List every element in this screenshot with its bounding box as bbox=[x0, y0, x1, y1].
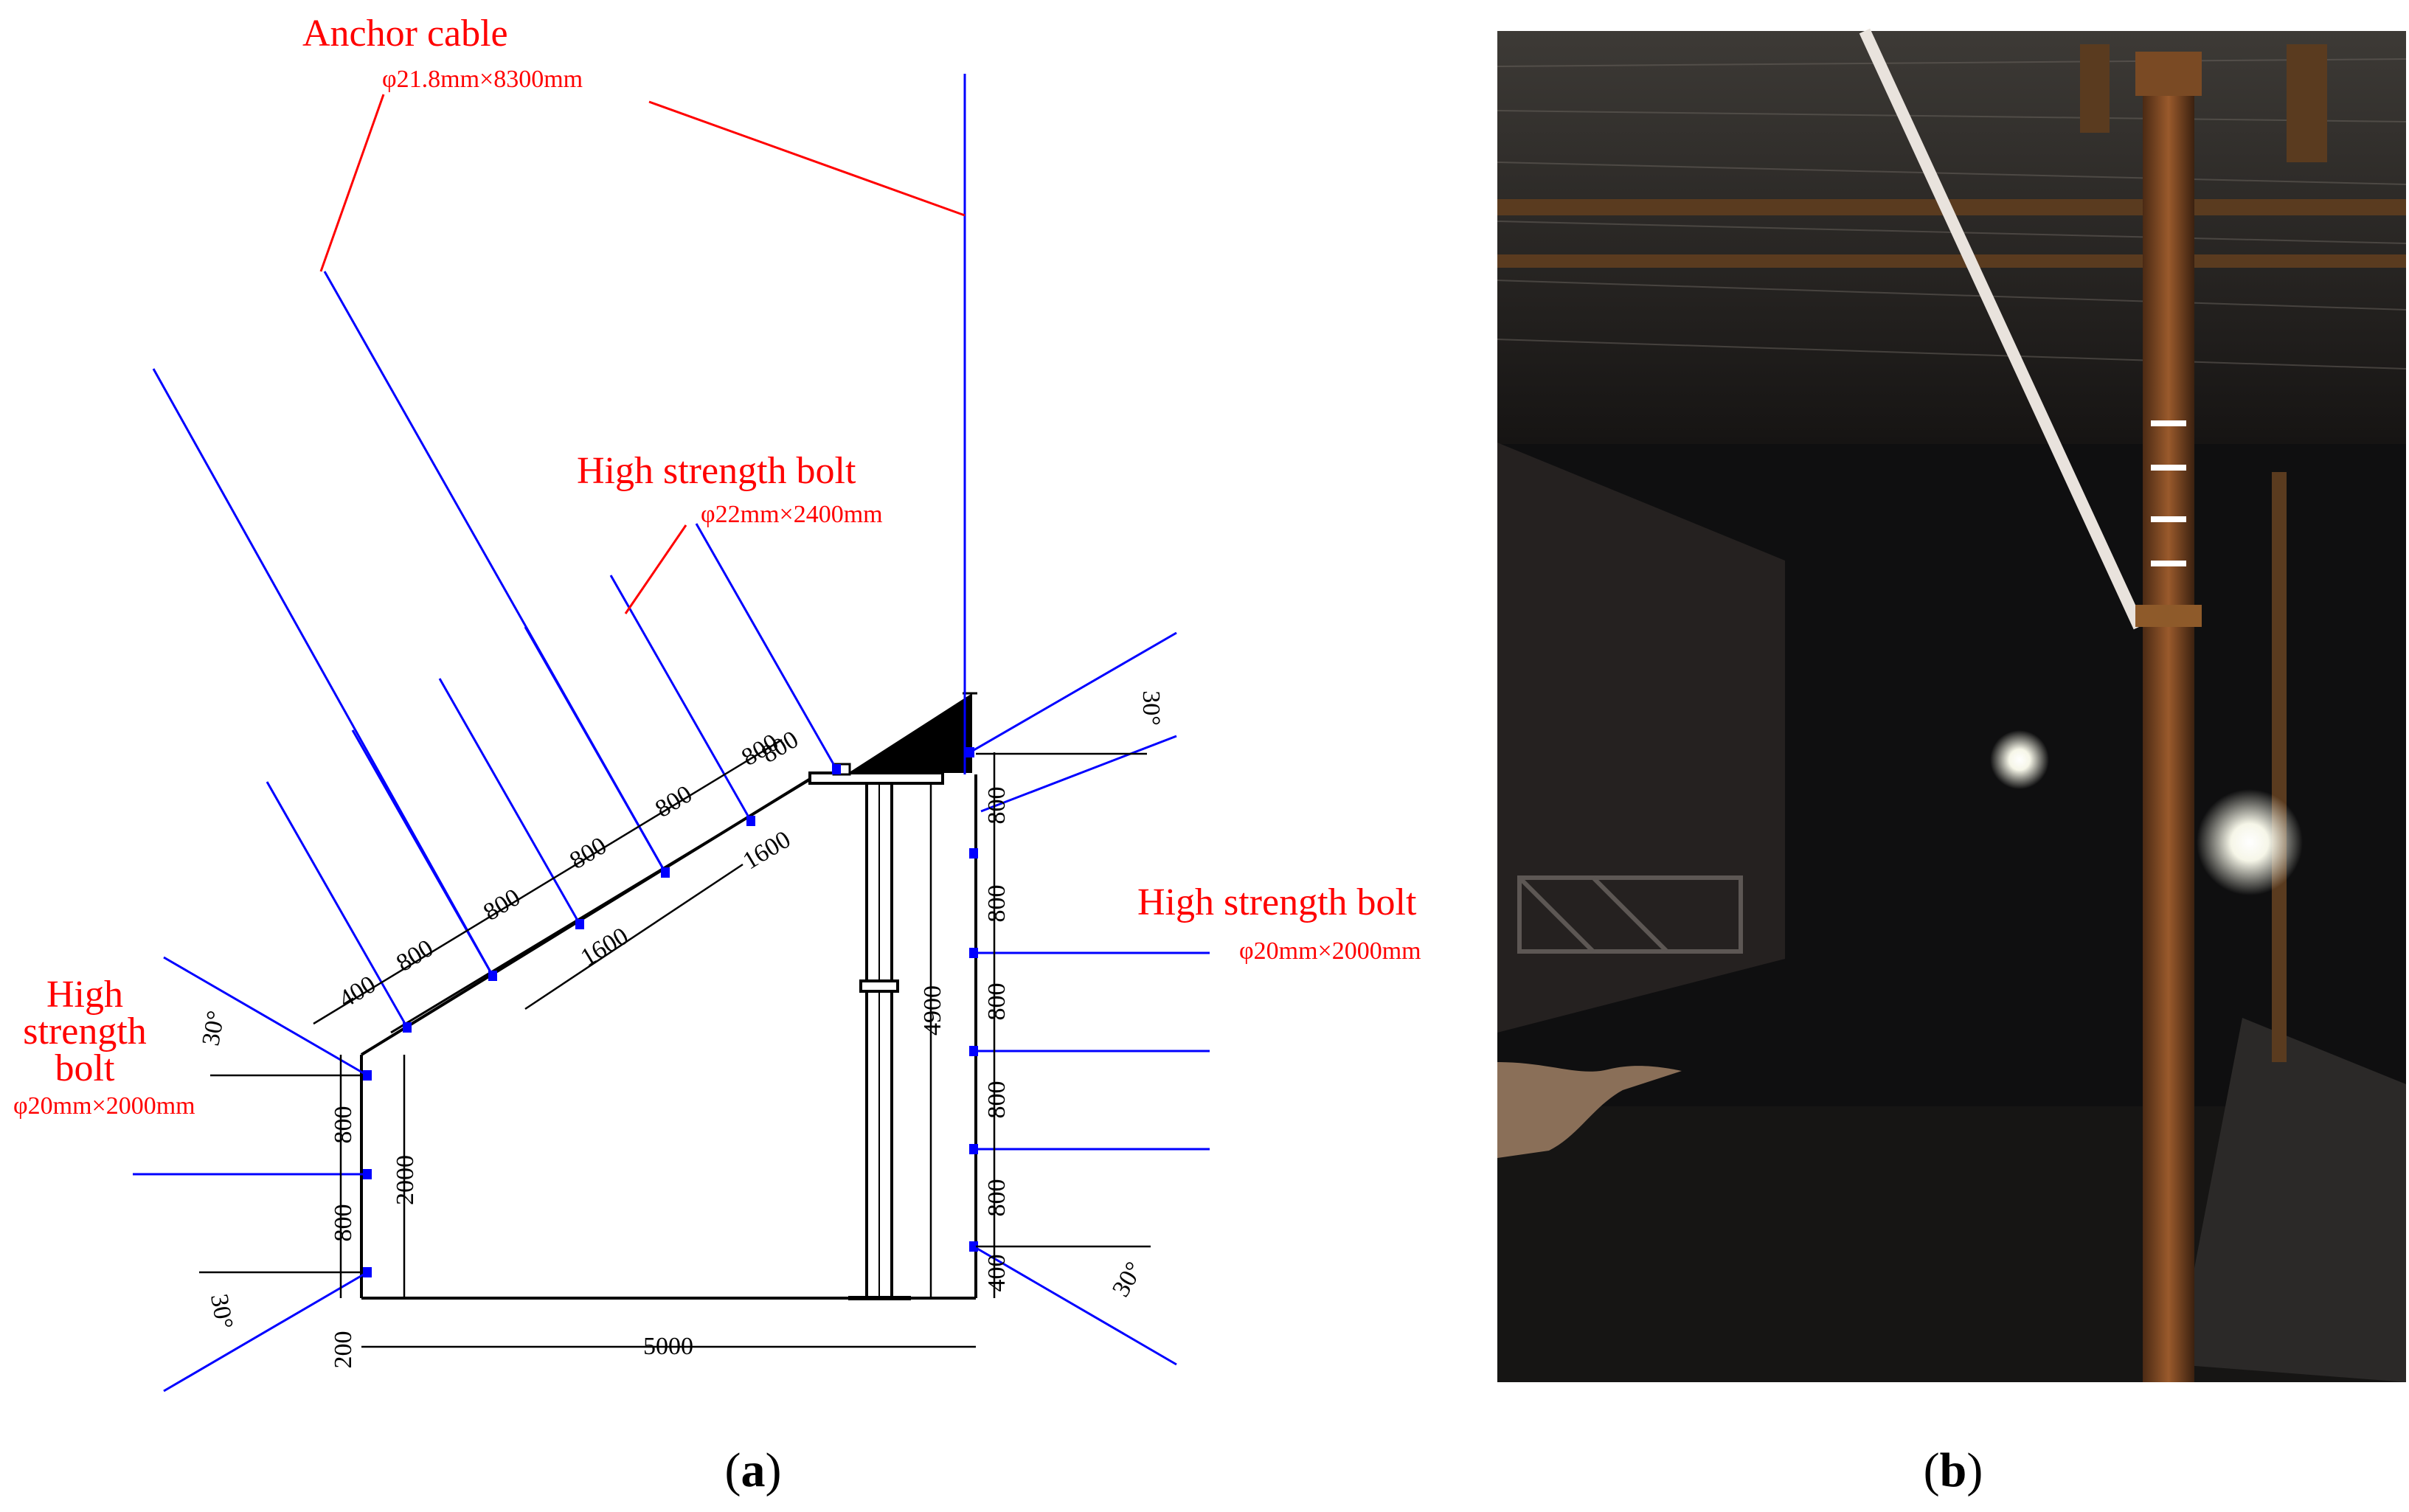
roof-bolt-6 bbox=[695, 523, 838, 770]
left-bolt-3 bbox=[163, 1271, 368, 1393]
bolt-heads bbox=[363, 747, 978, 1277]
anchor-cable-2 bbox=[323, 271, 667, 873]
pointing-hand bbox=[1497, 1062, 1682, 1158]
anchor-cable-spec: φ21.8mm×8300mm bbox=[382, 66, 583, 93]
left-bolt-line2: strength bbox=[23, 1010, 147, 1052]
panel-b-photo: (b) bbox=[1497, 28, 2407, 1497]
svg-text:800: 800 bbox=[983, 983, 1011, 1021]
hydraulic-prop bbox=[808, 692, 977, 1300]
svg-text:800: 800 bbox=[983, 885, 1011, 923]
anchor-cable-title: Anchor cable bbox=[302, 13, 508, 55]
lamp-near bbox=[2197, 789, 2303, 895]
svg-text:800: 800 bbox=[392, 934, 438, 977]
dim-left-height: 2000 bbox=[392, 1155, 419, 1205]
dim-width: 5000 bbox=[643, 1333, 693, 1360]
leader-lines bbox=[319, 94, 966, 614]
svg-text:800: 800 bbox=[983, 1081, 1011, 1119]
hydraulic-prop-photo bbox=[2143, 52, 2194, 1382]
svg-text:30°: 30° bbox=[197, 1009, 230, 1048]
svg-text:800: 800 bbox=[330, 1106, 357, 1144]
right-bolt-spec: φ20mm×2000mm bbox=[1239, 937, 1421, 965]
svg-text:30°: 30° bbox=[205, 1292, 238, 1331]
caption-a: (a) bbox=[725, 1443, 782, 1497]
support-frame bbox=[1517, 875, 1743, 954]
left-bolt-line3: bolt bbox=[55, 1047, 115, 1089]
svg-text:30°: 30° bbox=[1107, 1258, 1148, 1302]
svg-text:1600: 1600 bbox=[576, 923, 633, 972]
svg-text:(a): (a) bbox=[725, 1443, 782, 1497]
svg-text:800: 800 bbox=[983, 787, 1011, 825]
dim-right-height: 4900 bbox=[919, 985, 946, 1036]
left-bolt-1 bbox=[163, 956, 368, 1077]
left-bolt-line1: High bbox=[46, 974, 123, 1016]
right-bolt-2 bbox=[980, 735, 1177, 813]
svg-text:30°: 30° bbox=[1137, 690, 1165, 726]
roof-bolt-title: High strength bolt bbox=[577, 450, 856, 492]
background-prop bbox=[2272, 472, 2287, 1062]
photo-roof bbox=[1497, 31, 2406, 444]
roof-bolt-spec: φ22mm×2400mm bbox=[701, 501, 883, 528]
dimension-lines bbox=[199, 738, 1151, 1348]
right-bolt-6 bbox=[973, 1245, 1177, 1366]
caption-b: (b) bbox=[1924, 1443, 1983, 1497]
roof-bolt-1 bbox=[266, 781, 409, 1028]
coal-heap bbox=[2176, 1018, 2406, 1382]
svg-text:200: 200 bbox=[330, 1331, 357, 1369]
svg-text:1600: 1600 bbox=[738, 826, 795, 875]
left-bolt-spec: φ20mm×2000mm bbox=[13, 1092, 195, 1120]
anchor-cable-1 bbox=[152, 368, 494, 977]
panel-a-drawing: Anchor cable φ21.8mm×8300mm High strengt… bbox=[13, 13, 1421, 1497]
svg-text:800: 800 bbox=[651, 780, 697, 823]
svg-text:(b): (b) bbox=[1924, 1443, 1983, 1497]
right-bolt-title: High strength bolt bbox=[1137, 881, 1417, 923]
right-bolt-1 bbox=[969, 631, 1177, 754]
roof-bolt-3 bbox=[438, 678, 581, 925]
roadway-side-wall bbox=[1497, 443, 1785, 1033]
left-wall-dims: 800 800 200 bbox=[330, 1106, 357, 1369]
roof-bolt-5 bbox=[609, 575, 752, 822]
bolt-lines bbox=[133, 74, 1210, 1393]
svg-text:800: 800 bbox=[983, 1179, 1011, 1217]
right-wall-dims: 800 800 800 800 800 400 bbox=[983, 787, 1011, 1292]
svg-text:400: 400 bbox=[983, 1255, 1011, 1292]
roadway-outline bbox=[360, 773, 977, 1300]
svg-text:800: 800 bbox=[330, 1204, 357, 1242]
angle-labels: 30° 30° 30° 30° bbox=[197, 690, 1165, 1331]
lamp-far bbox=[1990, 730, 2049, 789]
suspended-cable bbox=[1859, 28, 2145, 630]
svg-text:800: 800 bbox=[565, 832, 611, 875]
